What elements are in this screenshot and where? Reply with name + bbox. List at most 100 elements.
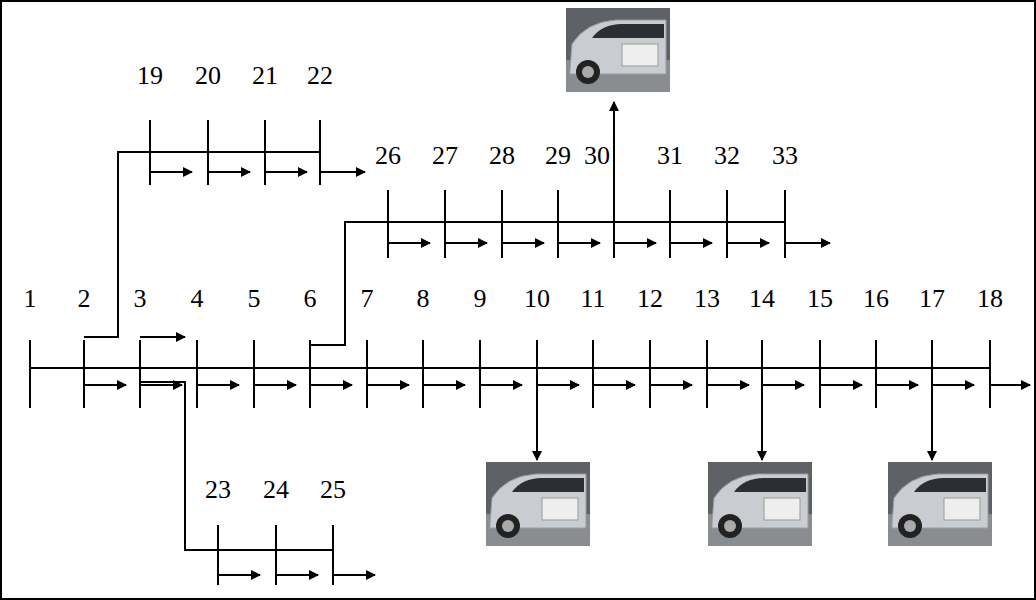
ev-wheel — [718, 514, 742, 538]
bus-bar — [989, 340, 991, 408]
load-arrow — [558, 242, 600, 244]
bus-bar — [726, 190, 728, 258]
bus-number: 9 — [474, 285, 487, 313]
bus-bar — [649, 340, 651, 408]
bus-number: 13 — [694, 285, 720, 313]
ev-photo — [486, 462, 590, 546]
ev-arrow — [536, 408, 538, 460]
bus-number: 12 — [637, 285, 663, 313]
lateral-feeder — [310, 222, 785, 345]
bus-bar — [29, 340, 31, 408]
bus-bar — [931, 340, 933, 408]
ev-door-panel — [542, 498, 578, 520]
bus-bar — [149, 120, 151, 185]
bus-number: 29 — [545, 142, 571, 170]
ev-hub — [582, 66, 594, 78]
bus-number: 1 — [24, 285, 37, 313]
bus-number: 20 — [195, 62, 221, 90]
load-arrow — [727, 242, 769, 244]
bus-number: 17 — [919, 285, 945, 313]
load-arrow — [785, 242, 830, 244]
bus-bar — [422, 340, 424, 408]
load-arrow — [150, 171, 192, 173]
load-arrow — [537, 384, 579, 386]
bus-number: 8 — [417, 285, 430, 313]
load-arrow — [423, 384, 465, 386]
bus-bar — [706, 340, 708, 408]
load-arrow — [208, 171, 250, 173]
load-arrow — [593, 384, 635, 386]
load-arrow — [276, 574, 318, 576]
ev-photo — [888, 462, 992, 546]
bus-bar — [264, 120, 266, 185]
ev-door-panel — [622, 44, 658, 66]
bus-number: 24 — [263, 476, 289, 504]
bus-number: 14 — [749, 285, 775, 313]
bus-number: 3 — [134, 285, 147, 313]
bus-bar — [557, 190, 559, 258]
bus-number: 26 — [375, 142, 401, 170]
load-arrow — [310, 384, 352, 386]
bus-number: 27 — [432, 142, 458, 170]
bus-bar — [83, 340, 85, 408]
bus-bar — [253, 340, 255, 408]
load-arrow — [254, 384, 296, 386]
bus-number: 2 — [78, 285, 91, 313]
load-arrow — [502, 242, 544, 244]
bus-number: 4 — [191, 285, 204, 313]
bus-bar — [207, 120, 209, 185]
load-arrow — [197, 384, 239, 386]
bus-number: 11 — [580, 285, 605, 313]
bus-number: 5 — [248, 285, 261, 313]
bus-number: 19 — [137, 62, 163, 90]
load-arrow — [140, 384, 182, 386]
bus-bar — [761, 340, 763, 408]
ev-door-panel — [944, 498, 980, 520]
bus-bar — [536, 340, 538, 408]
ev-photo — [566, 8, 670, 92]
ev-wheel — [496, 514, 520, 538]
load-arrow — [707, 384, 749, 386]
bus-bar — [592, 340, 594, 408]
load-arrow — [670, 242, 712, 244]
lateral-feeder — [84, 152, 320, 337]
bus-number: 6 — [304, 285, 317, 313]
ev-arrow — [931, 408, 933, 460]
ev-hub — [502, 520, 514, 532]
bus-number: 16 — [863, 285, 889, 313]
bus-number: 21 — [252, 62, 278, 90]
load-arrow — [762, 384, 804, 386]
bus-number: 25 — [320, 476, 346, 504]
load-arrow — [650, 384, 692, 386]
ev-arrow — [613, 102, 615, 222]
ev-arrow — [761, 408, 763, 460]
load-arrow — [990, 384, 1030, 386]
ev-window — [512, 478, 584, 492]
bus-bar — [309, 340, 311, 408]
bus-number: 30 — [584, 142, 610, 170]
load-arrow — [445, 242, 487, 244]
load-arrow — [84, 384, 126, 386]
bus-number: 32 — [714, 142, 740, 170]
bus-bar — [319, 120, 321, 185]
ev-window — [592, 24, 664, 38]
bus-number: 18 — [977, 285, 1003, 313]
bus-bar — [501, 190, 503, 258]
bus-number: 7 — [361, 285, 374, 313]
main-feeder — [30, 367, 990, 369]
load-arrow — [140, 336, 185, 338]
load-arrow — [820, 384, 862, 386]
bus-bar — [387, 190, 389, 258]
load-arrow — [876, 384, 918, 386]
load-arrow — [367, 384, 409, 386]
bus-number: 23 — [205, 476, 231, 504]
load-arrow — [320, 171, 365, 173]
bus-number: 28 — [489, 142, 515, 170]
bus-bar — [139, 340, 141, 408]
bus-bar — [366, 340, 368, 408]
ev-wheel — [576, 60, 600, 84]
load-arrow — [333, 574, 375, 576]
ev-hub — [904, 520, 916, 532]
bus-bar — [444, 190, 446, 258]
